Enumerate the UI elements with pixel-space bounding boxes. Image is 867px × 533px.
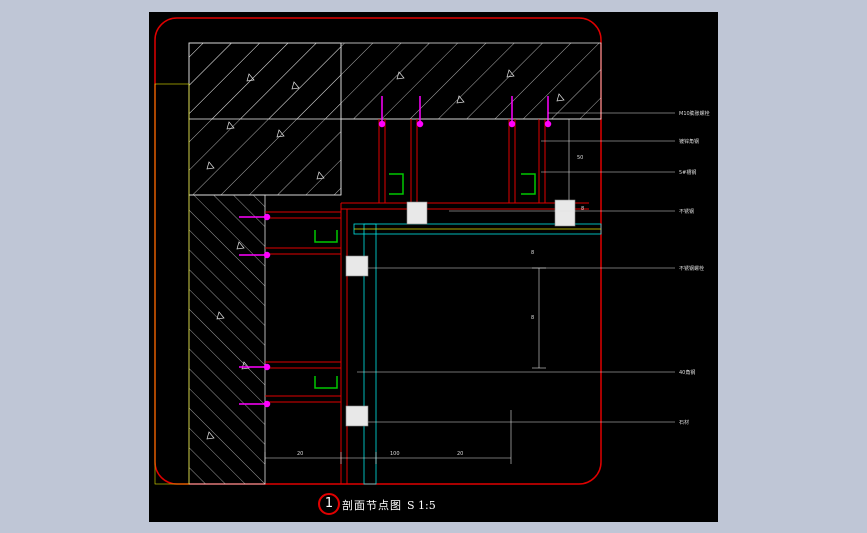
detail-title: 剖面节点图 [342, 499, 402, 512]
dimension-bottom-2: 100 [390, 451, 400, 457]
expansion-bolts [239, 96, 552, 408]
steel-frame-lines [265, 119, 589, 484]
cad-viewport[interactable]: M10膨胀螺栓 镀锌角钢 5#槽钢 不锈钢 不锈钢螺栓 40角钢 石材 50 8… [149, 12, 718, 522]
wall-finish-strip [154, 83, 190, 485]
callout-channel-steel: 5#槽钢 [679, 170, 697, 176]
detail-scale: S 1:5 [407, 499, 436, 512]
section-detail-drawing [154, 17, 675, 485]
stainless-brackets [345, 199, 576, 427]
detail-number-bubble: 1 [318, 493, 340, 515]
callout-galvanized-angle: 镀锌角钢 [679, 139, 700, 145]
leader-lines [357, 112, 675, 423]
concrete-wall [188, 194, 266, 485]
dimension-bottom-1: 20 [297, 451, 304, 457]
callout-expansion-bolt: M10膨胀螺栓 [679, 111, 710, 117]
callout-stainless-bolt: 不锈钢螺栓 [679, 266, 705, 272]
dimension-bottom-3: 20 [457, 451, 464, 457]
stone-cladding [353, 223, 602, 485]
dimension-right-top: 50 [577, 155, 584, 161]
steel-channels [314, 173, 536, 389]
callout-angle-steel: 40角钢 [679, 370, 696, 376]
dimension-lines [264, 118, 579, 464]
dimension-vertical-1: 8 [531, 250, 535, 256]
callout-stainless: 不锈钢 [679, 209, 695, 215]
dimension-vertical-3: 8 [581, 206, 585, 212]
dimension-vertical-2: 8 [531, 315, 535, 321]
callout-stone: 石材 [679, 420, 690, 426]
